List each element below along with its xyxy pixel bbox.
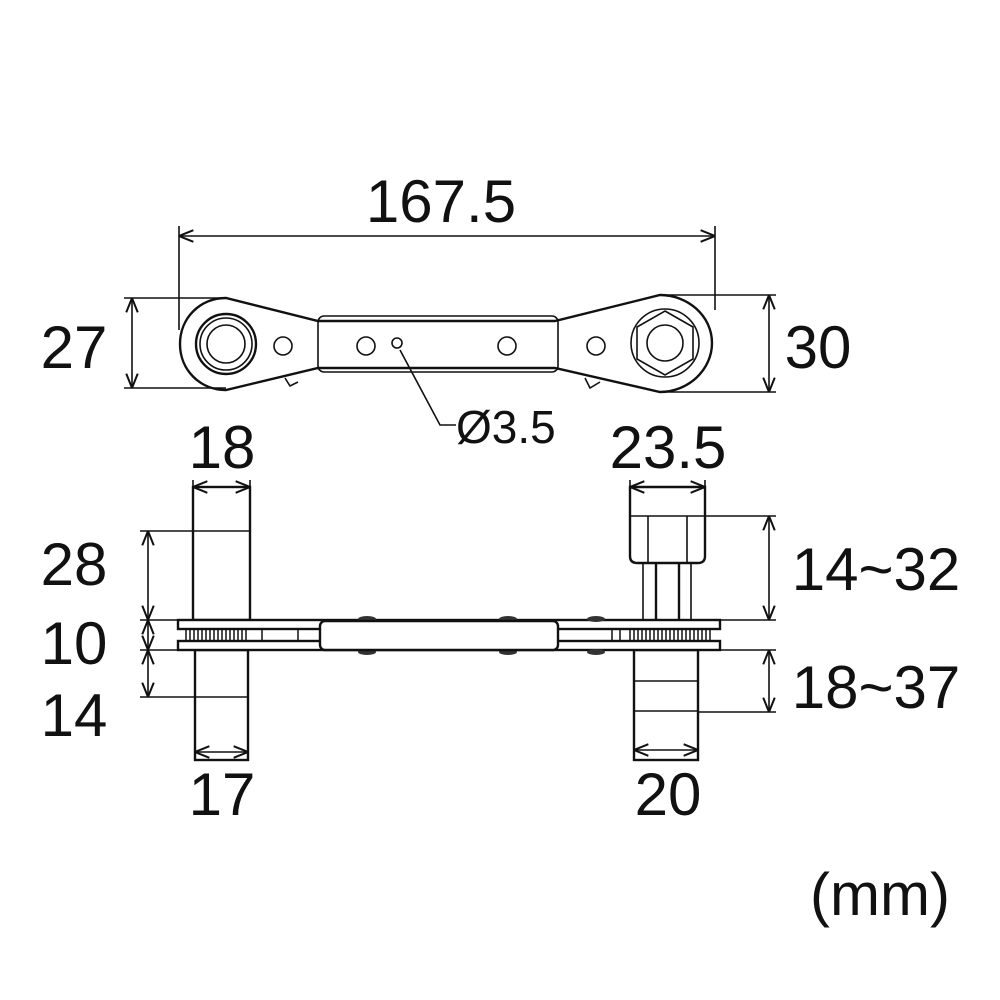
ratchet-teeth (185, 629, 711, 641)
dim-right-top-socket-width: 23.5 (610, 414, 727, 481)
hole (497, 336, 517, 356)
dim-left-head-width: 27 (41, 314, 108, 381)
dim-overall-length: 167.5 (366, 168, 516, 235)
hole (273, 336, 293, 356)
dim-left-top-socket-width: 18 (189, 414, 256, 481)
dim-right-bottom-socket-width: 20 (635, 761, 702, 828)
side-view-wrench (176, 485, 722, 762)
dim-right-top-socket-height: 14~32 (792, 536, 961, 603)
dim-hole-diameter: Ø3.5 (456, 401, 556, 453)
unit-label: (mm) (810, 861, 950, 928)
dim-right-bottom-socket-height: 18~37 (792, 654, 961, 721)
dim-body-thickness: 10 (41, 610, 108, 677)
dim-left-bottom-socket-width: 17 (189, 761, 256, 828)
top-view-wrench (178, 293, 714, 394)
hole (586, 336, 606, 356)
dim-right-head-width: 30 (785, 314, 852, 381)
dim-left-bottom-socket-height: 14 (41, 682, 108, 749)
hole (356, 336, 376, 356)
small-hole (391, 337, 403, 349)
dim-left-top-socket-height: 28 (41, 531, 108, 598)
